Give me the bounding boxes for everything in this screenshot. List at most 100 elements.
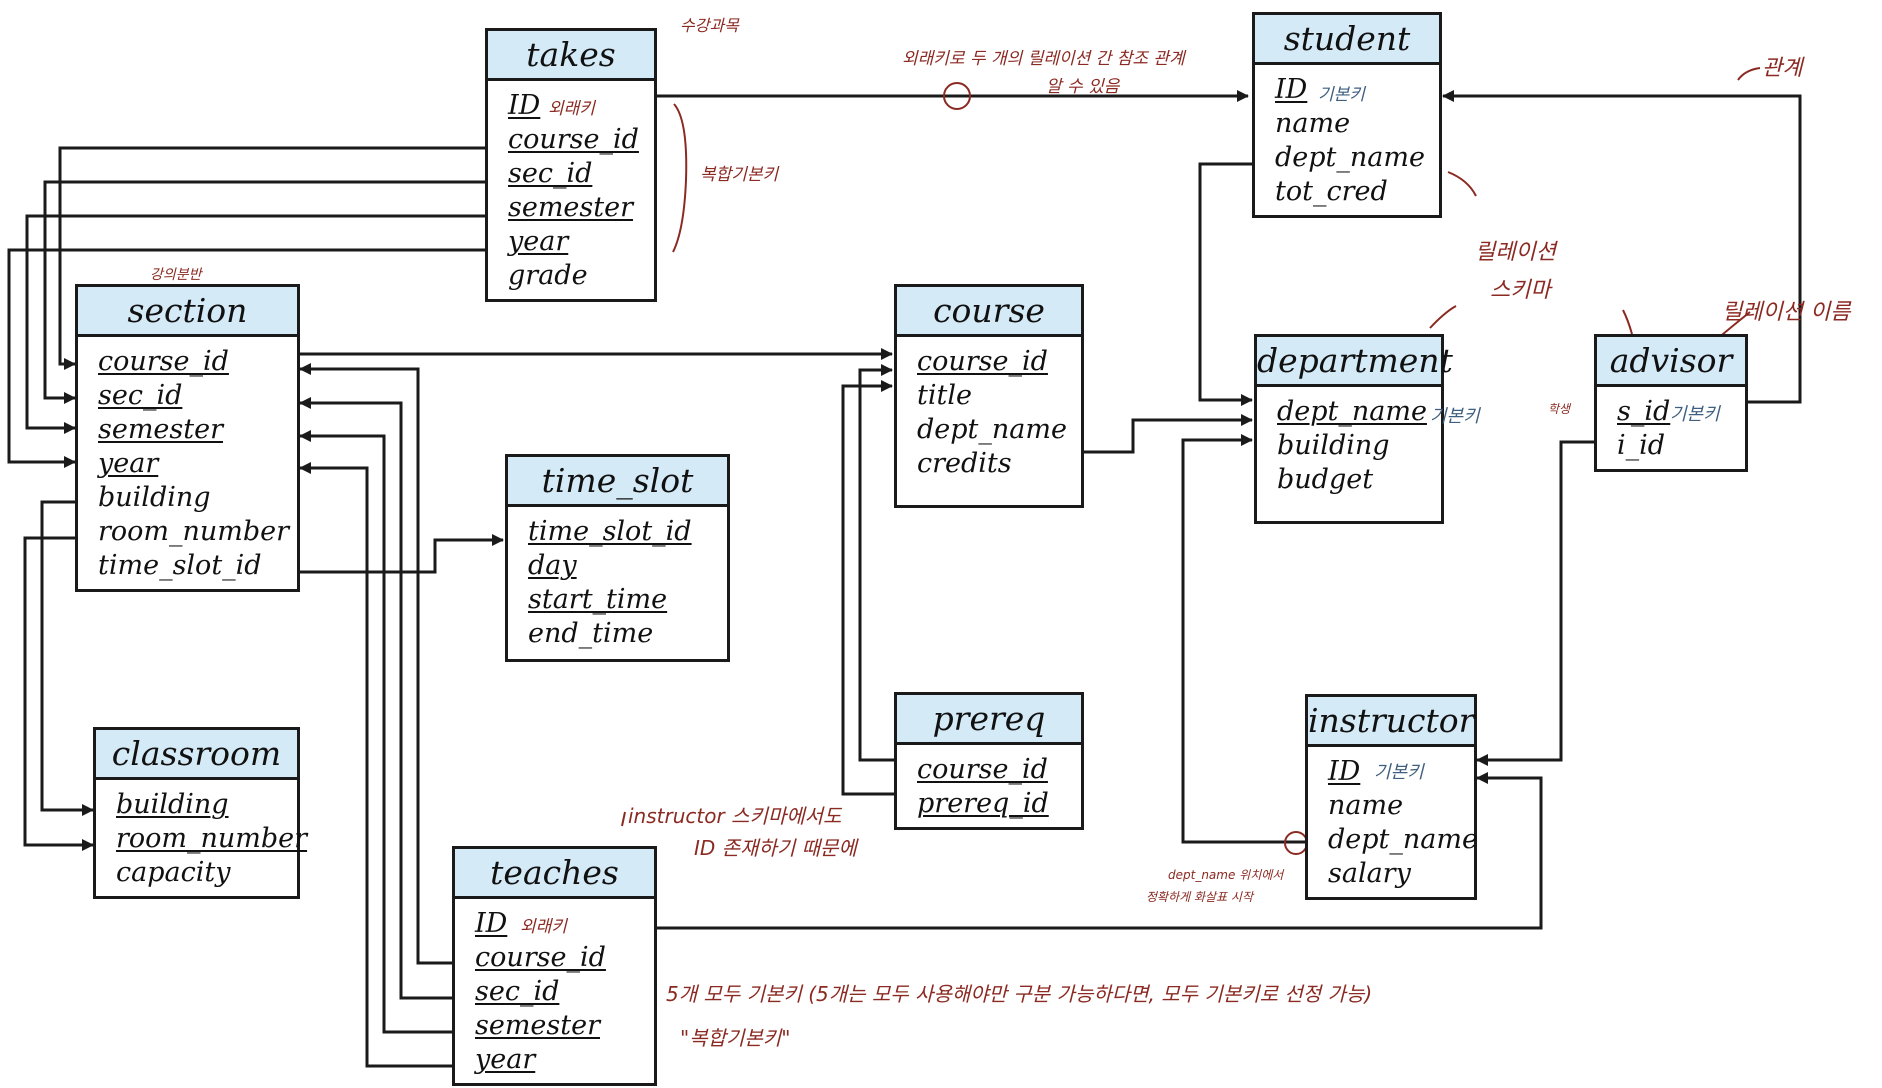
attr-course-course-id: course_id [917, 346, 1048, 377]
fk-circle-mark [943, 82, 971, 110]
attr-time-slot-id: time_slot_id [528, 516, 692, 547]
instructor-note-tick [621, 811, 626, 827]
attr-takes-id: ID [508, 90, 541, 121]
note-takes-composite: 복합기본키 [700, 165, 779, 185]
attr-takes-grade: grade [508, 260, 588, 291]
student-tick [1447, 171, 1477, 197]
attr-classroom-building: building [116, 789, 229, 820]
relationship-tick [1737, 67, 1761, 81]
note-section: 강의분반 [150, 267, 202, 283]
attr-teaches-sec-id: sec_id [475, 976, 560, 1007]
fk-advisor-instructor [1476, 440, 1594, 766]
note-relationship: 관계 [1762, 56, 1803, 81]
takes-bracket [672, 103, 688, 253]
attr-instructor-name: name [1328, 790, 1404, 821]
fk-takes-section-sec-id [43, 180, 485, 404]
attr-course-dept-name: dept_name [917, 414, 1067, 445]
note-dept-ref-1: dept_name 위치에서 [1168, 868, 1284, 882]
table-prereq-title: prereq [897, 695, 1081, 745]
table-classroom-title: classroom [96, 730, 297, 780]
attr-instructor-dept-name: dept_name [1328, 824, 1478, 855]
table-section-title: section [78, 287, 297, 337]
note-teaches: 5개 모두 기본키 (5개는 모두 사용해야만 구분 가능하다면, 모두 기본키… [666, 982, 1373, 1006]
attr-prereq-course-id: course_id [917, 754, 1048, 785]
attr-student-tot-cred: tot_cred [1275, 176, 1388, 207]
note-relation-name: 릴레이션 이름 [1722, 300, 1851, 325]
fk-teaches-section-course-id [299, 363, 452, 965]
table-advisor: advisor s_id i_id [1594, 334, 1748, 472]
table-time-slot: time_slot time_slot_id day start_time en… [505, 454, 730, 662]
fk-student-department [1198, 162, 1253, 406]
fk-takes-section-semester [25, 214, 485, 434]
fk-prereq-course-id [858, 364, 895, 762]
attr-student-name: name [1275, 108, 1351, 139]
attr-section-sec-id: sec_id [98, 380, 183, 411]
attr-takes-semester: semester [508, 192, 634, 223]
attr-takes-sec-id: sec_id [508, 158, 593, 189]
attr-classroom-capacity: capacity [116, 857, 231, 888]
note-instructor-pk: 기본키 [1374, 762, 1424, 783]
attr-takes-year: year [508, 226, 569, 257]
advisor-tick [1622, 309, 1633, 335]
table-classroom: classroom building room_number capacity [93, 727, 308, 899]
fk-prereq-prereq-id [841, 380, 895, 796]
note-student-id: 기본키 [1318, 85, 1365, 105]
note-relation-schema-2: 스키마 [1490, 278, 1551, 303]
attr-instructor-salary: salary [1328, 858, 1411, 889]
attr-section-time-slot-id: time_slot_id [98, 550, 262, 581]
table-instructor: instructor ID name dept_name salary [1305, 694, 1478, 900]
attr-section-room-number: room_number [98, 516, 290, 547]
attr-section-building: building [98, 482, 211, 513]
attr-department-building: building [1277, 430, 1390, 461]
attr-time-slot-day: day [528, 550, 577, 581]
attr-student-id: ID [1275, 74, 1308, 105]
fk-takes-section-course-id [58, 146, 485, 370]
fk-teaches-section-semester [299, 430, 452, 1034]
table-course-title: course [897, 287, 1081, 337]
attr-instructor-id: ID [1328, 756, 1361, 787]
attr-teaches-year: year [475, 1044, 536, 1075]
note-fk-ref-2: 알 수 있음 [1046, 77, 1120, 97]
fk-takes-section-year [7, 248, 485, 468]
attr-department-dept-name: dept_name [1277, 396, 1427, 427]
attr-teaches-semester: semester [475, 1010, 601, 1041]
table-department-title: department [1257, 337, 1453, 387]
table-teaches-title: teaches [455, 849, 654, 899]
note-dept-pk: 기본키 [1430, 406, 1480, 427]
note-teaches-id: 외래키 [520, 917, 567, 937]
note-advisor-pk: 기본키 [1670, 404, 1720, 425]
fk-course-department [1082, 414, 1253, 454]
attr-section-semester: semester [98, 414, 224, 445]
attr-advisor-s-id: s_id [1617, 396, 1671, 427]
note-instructor-1: instructor 스키마에서도 [628, 804, 842, 828]
relation-schema-tick [1429, 305, 1457, 329]
attr-time-slot-start-time: start_time [528, 584, 668, 615]
attr-course-credits: credits [917, 448, 1012, 479]
note-takes-id: 외래키 [548, 99, 595, 119]
fk-teaches-section-year [299, 462, 452, 1068]
fk-section-classroom-room [23, 536, 94, 851]
note-teaches-composite: "복합기본키" [680, 1026, 791, 1050]
fk-instructor-department [1181, 434, 1305, 844]
table-takes: takes ID course_id sec_id semester year … [485, 28, 657, 302]
attr-course-title: title [917, 380, 972, 411]
note-instructor-2: ID 존재하기 때문에 [694, 836, 857, 860]
attr-advisor-i-id: i_id [1617, 430, 1666, 461]
attr-department-budget: budget [1277, 464, 1374, 495]
table-student-title: student [1255, 15, 1439, 65]
attr-section-year: year [98, 448, 159, 479]
attr-takes-course-id: course_id [508, 124, 639, 155]
attr-classroom-room-number: room_number [116, 823, 308, 854]
table-department: department dept_name building budget [1254, 334, 1453, 524]
table-advisor-title: advisor [1597, 337, 1745, 387]
attr-teaches-course-id: course_id [475, 942, 606, 973]
note-relation-schema-1: 릴레이션 [1475, 240, 1556, 265]
table-course: course course_id title dept_name credits [894, 284, 1084, 508]
attr-student-dept-name: dept_name [1275, 142, 1425, 173]
note-takes-title: 수강과목 [680, 16, 739, 35]
note-advisor-side: 학생 [1548, 402, 1571, 416]
note-dept-ref-2: 정확하게 화살표 시작 [1146, 890, 1253, 904]
fk-section-classroom-building [40, 500, 94, 816]
fk-teaches-section-sec-id [299, 397, 452, 1000]
table-prereq: prereq course_id prereq_id [894, 692, 1084, 830]
